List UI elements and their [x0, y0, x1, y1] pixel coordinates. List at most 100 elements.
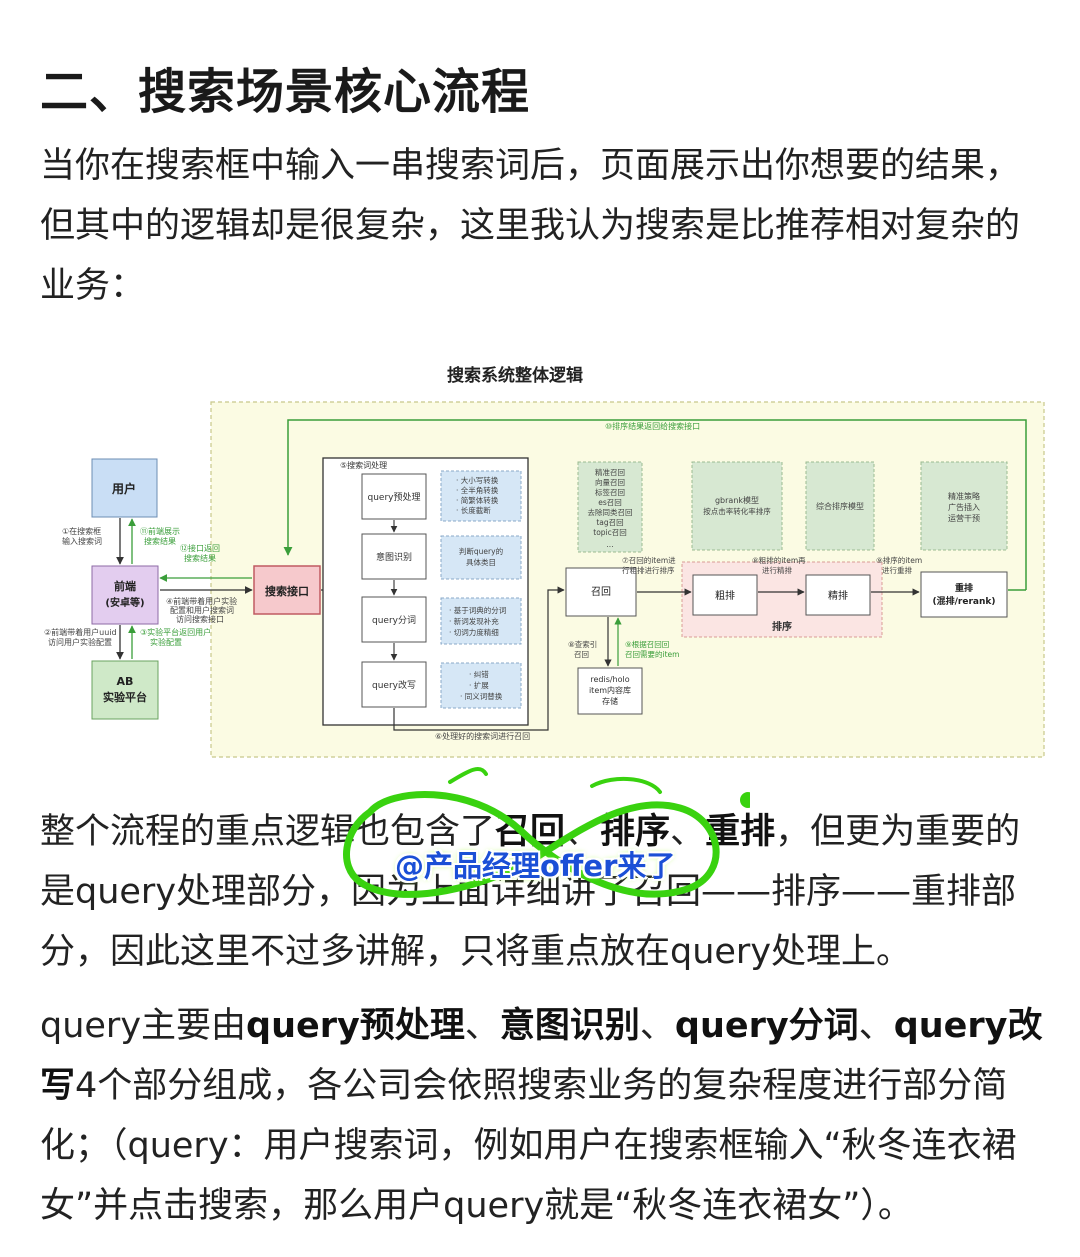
- storage-label-3: 存储: [602, 696, 618, 706]
- query-bold-intent: 意图识别: [499, 1006, 640, 1046]
- rerank-rules-box: [920, 461, 1008, 551]
- step-note-4-line-1: · 纠错: [469, 669, 489, 679]
- svg-text:query改写: query改写: [372, 679, 416, 691]
- recall-source-2: 向量召回: [595, 477, 625, 487]
- frontend-label-2: (安卓等): [105, 596, 144, 609]
- label-frontend-ab-2: 访问用户实验配置: [48, 637, 112, 647]
- svg-text:query预处理: query预处理: [368, 491, 421, 503]
- coarse-to-fine-label-1: ⑧粗排的item再: [752, 555, 806, 565]
- label-user-frontend-2: 输入搜索词: [62, 536, 102, 546]
- label-frontend-api-3: 访问搜索接口: [176, 614, 224, 624]
- step-note-2-line-2: 具体类目: [466, 557, 496, 567]
- recall-source-5: 去除同类召回: [588, 507, 633, 517]
- step-note-1-line-4: · 长度截断: [456, 505, 491, 515]
- step-note-2-line-1: 判断query的: [459, 546, 503, 556]
- recall-detail-label-2: 召回需要的item: [625, 649, 679, 659]
- to-recall-label: ⑥处理好的搜索词进行召回: [435, 731, 530, 741]
- fine-rank-node: [805, 574, 871, 616]
- frontend-node: [91, 565, 159, 625]
- rerank-rule-2: 广告插入: [948, 502, 980, 512]
- step-note-4-line-3: · 同义词替换: [460, 691, 503, 701]
- query-bold-rewrite: query改写: [40, 1006, 1043, 1106]
- arrow-query-to-recall: [393, 586, 565, 731]
- step-note-4: [440, 662, 522, 709]
- query-text-2: 4个部分组成，各公司会依照搜索业务的复杂程度进行部分简化；（query：用户搜索…: [40, 1066, 1017, 1226]
- query-group-label: ⑤搜索词处理: [340, 460, 387, 470]
- step-note-1-line-3: · 简繁体转换: [456, 495, 499, 505]
- query-text-1: query主要由: [40, 1006, 247, 1046]
- coarse-rank-node: [692, 574, 758, 616]
- search-system-diagram: 搜索系统整体逻辑 ⑩排序结果返回给搜索接口 用户 前端 (安卓等) AB 实验平…: [0, 350, 1080, 770]
- step-note-4-line-2: · 扩展: [469, 680, 489, 690]
- label-user-frontend-1: ①在搜索框: [62, 526, 101, 536]
- section-heading: 二、搜索场景核心流程: [40, 64, 531, 120]
- svg-text:意图识别: 意图识别: [376, 551, 412, 563]
- step-note-3: [440, 597, 522, 645]
- step-note-2: [440, 535, 522, 580]
- ab-platform-label-2: 实验平台: [103, 690, 147, 704]
- recall-to-rank-label-2: 行粗排进行排序: [622, 565, 675, 575]
- label-frontend-api-1: ④前端带着用户实验: [166, 596, 237, 606]
- step-note-1-line-2: · 全半角转换: [456, 485, 499, 495]
- coarse-model-line-1: gbrank模型: [715, 495, 759, 505]
- label-frontend-user-2: 搜索结果: [144, 536, 176, 546]
- recall-source-7: topic召回: [593, 528, 627, 537]
- recall-source-6: tag召回: [596, 518, 623, 527]
- query-step-2: 意图识别: [361, 533, 427, 580]
- summary-bold-rank: 排序: [600, 812, 671, 852]
- diagram-title: 搜索系统整体逻辑: [447, 365, 583, 386]
- recall-source-4: es召回: [598, 498, 622, 507]
- rerank-label-2: (混排/rerank): [933, 595, 996, 607]
- label-api-frontend-2: 搜索结果: [184, 553, 216, 563]
- fine-to-rerank-label-2: 进行重排: [882, 565, 912, 575]
- storage-node: [577, 667, 643, 715]
- step-note-3-line-2: · 新词发现补充: [449, 616, 499, 626]
- query-step-1: query预处理: [361, 473, 427, 520]
- svg-text:query分词: query分词: [372, 615, 416, 626]
- query-step-3: query分词: [361, 596, 427, 643]
- query-paragraph: query主要由query预处理、意图识别、query分词、query改写4个部…: [40, 996, 1050, 1236]
- step-note-1: [440, 470, 522, 522]
- watermark-swirl: [343, 766, 750, 898]
- query-bold-segment: query分词: [674, 1006, 859, 1046]
- search-api-node: [253, 565, 321, 615]
- label-frontend-ab-1: ②前端带着用户uuid: [44, 627, 117, 637]
- user-label: 用户: [111, 481, 136, 496]
- coarse-model-line-2: 按点击率转化率排序: [703, 506, 771, 516]
- query-bold-preprocess: query预处理: [246, 1006, 465, 1046]
- ab-platform-label-1: AB: [117, 675, 134, 688]
- rank-group-label: 排序: [772, 620, 792, 633]
- query-sep-2: 、: [639, 1006, 675, 1046]
- feedback-loop-label: ⑩排序结果返回给搜索接口: [605, 421, 700, 431]
- label-api-frontend-1: ⑫接口返回: [180, 543, 220, 553]
- rerank-rule-3: 运营干预: [948, 513, 980, 523]
- label-frontend-user-1: ⑪前端展示: [140, 526, 180, 536]
- fine-model-label: 综合排序模型: [816, 501, 864, 511]
- coarse-model-box: [691, 461, 783, 551]
- summary-text-1: 整个流程的重点逻辑也包含了: [40, 812, 496, 852]
- recall-detail-label-1: ⑨根据召回回: [625, 639, 669, 649]
- query-sep-3: 、: [858, 1006, 894, 1046]
- label-ab-frontend-1: ③实验平台返回用户: [140, 627, 211, 637]
- intro-paragraph: 当你在搜索框中输入一串搜索词后，页面展示出你想要的结果，但其中的逻辑却是很复杂，…: [40, 146, 1021, 306]
- rerank-node: [920, 571, 1008, 618]
- recall-label: 召回: [591, 586, 611, 598]
- frontend-label-1: 前端: [114, 579, 136, 593]
- storage-label-1: redis/holo: [590, 675, 629, 684]
- fine-model-box: [805, 461, 875, 551]
- recall-node: [565, 567, 637, 617]
- coarse-rank-label: 粗排: [715, 589, 735, 602]
- search-api-label: 搜索接口: [265, 584, 309, 598]
- recall-source-1: 精准召回: [595, 467, 625, 477]
- query-step-4: query改写: [361, 661, 427, 708]
- summary-text-2: ，但更为重要的是query处理部分，因为上面详细讲了召回——排序——重排部分，因…: [40, 812, 1021, 972]
- fine-to-rerank-label-1: ⑨排序的item: [876, 555, 922, 565]
- fine-rank-label: 精排: [828, 589, 848, 602]
- query-sep-1: 、: [464, 1006, 500, 1046]
- recall-index-label-1: ⑧查索引: [568, 639, 597, 649]
- rerank-rule-1: 精准策略: [948, 491, 980, 501]
- coarse-to-fine-label-2: 进行精排: [762, 565, 792, 575]
- recall-source-8: ...: [606, 540, 613, 549]
- ab-platform-node: [91, 660, 159, 720]
- storage-label-2: item内容库: [589, 685, 631, 695]
